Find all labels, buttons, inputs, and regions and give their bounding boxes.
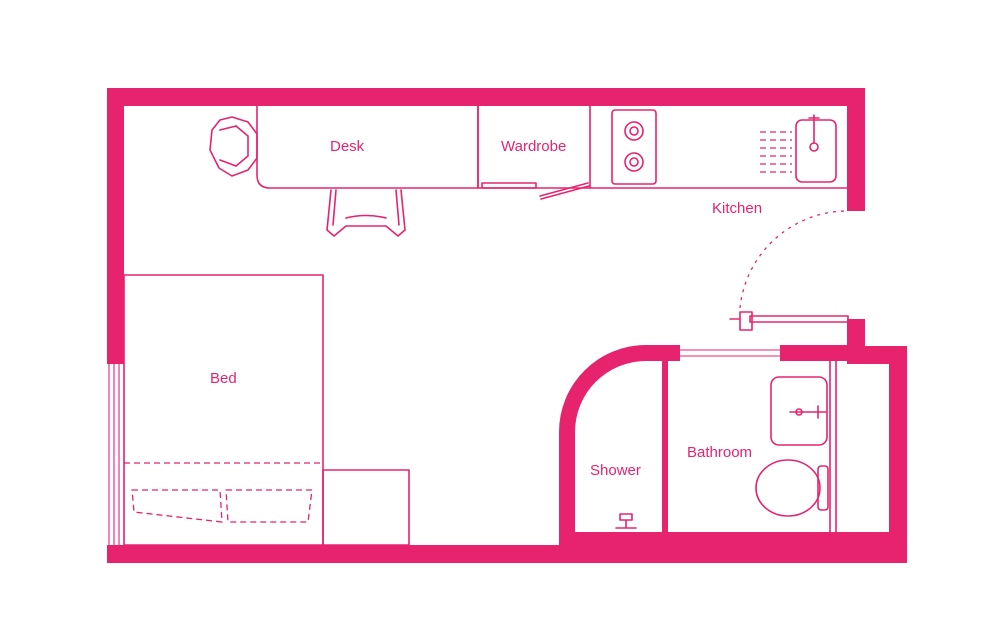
kitchen-sink-icon [760,114,837,183]
bed [123,274,324,546]
bedside-table [322,469,410,546]
exterior-walls [107,88,907,563]
room-label-kitchen: Kitchen [712,200,762,217]
shower-valve-icon [615,513,637,529]
room-label-wardrobe: Wardrobe [501,138,566,155]
toilet-icon [755,459,829,517]
desk-chair [326,189,406,237]
entry-door [729,210,849,331]
hob-icon [611,109,657,185]
room-label-shower: Shower [590,462,641,479]
room-label-bed: Bed [210,370,237,387]
armchair [209,116,258,177]
bathroom-walls [559,345,865,545]
wardrobe [477,105,591,200]
basin-icon [770,376,828,446]
window-left [108,364,125,545]
room-label-desk: Desk [330,138,365,155]
desk [256,105,479,189]
room-label-bathroom: Bathroom [687,444,752,461]
